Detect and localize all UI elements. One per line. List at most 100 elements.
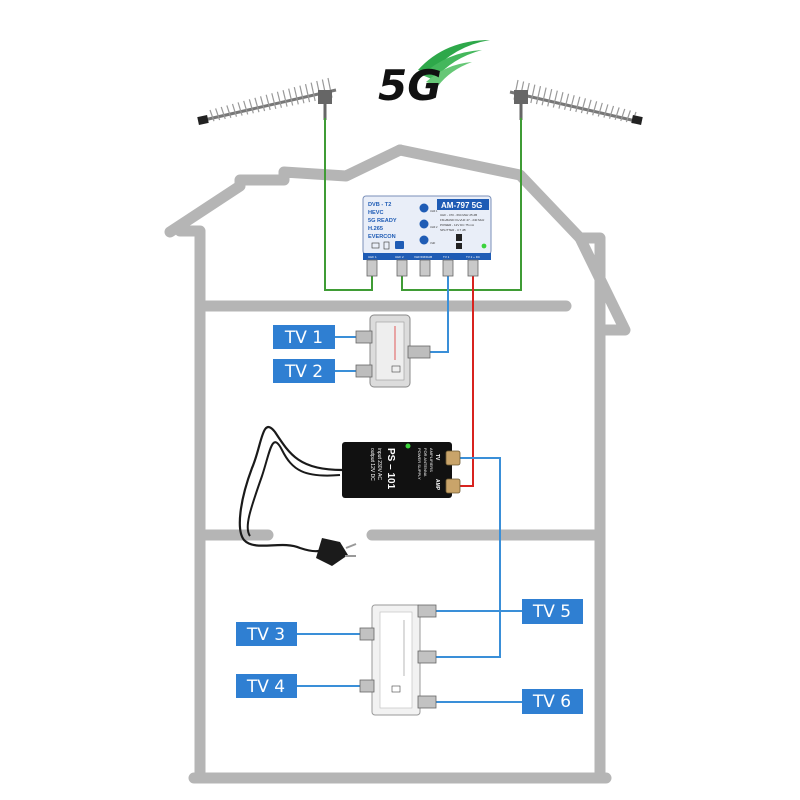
f-connector-icon (407, 345, 431, 359)
antenna-element (310, 82, 316, 102)
antenna-element (597, 102, 603, 117)
psu-port-amp: AMP (434, 479, 440, 491)
f-connector-icon (366, 259, 378, 277)
antenna-element (530, 84, 536, 104)
antenna-element (209, 109, 215, 122)
psu-input: input 230V AC (376, 448, 382, 480)
tv-cable-psu-to-splitter (430, 457, 501, 658)
knob-label: UHF 2 (430, 225, 438, 229)
f-connector-icon (417, 695, 437, 709)
f-connector-icon (359, 627, 375, 641)
svg-text:TV 1: TV 1 (284, 328, 323, 348)
antenna-element (259, 96, 266, 112)
antenna-element (535, 85, 542, 105)
amplifier-header (437, 199, 489, 210)
port-label: UHF 2 (395, 255, 404, 259)
uhf1-gain-knob-icon (419, 203, 429, 213)
svg-text:SPLITTER - 3.7 dB: SPLITTER - 3.7 dB (440, 228, 466, 232)
5g-badge-icon (395, 241, 404, 249)
antenna-cable-right (401, 118, 522, 291)
amplifier: AM-797 5G DVB - T2 HEVC 5G READY H.265 E… (362, 195, 492, 277)
house-wall-right-upper (574, 232, 606, 336)
antenna-element (625, 110, 631, 123)
antenna-element (569, 95, 575, 111)
antenna-element (547, 89, 553, 107)
antenna-element (248, 99, 254, 114)
knob-label: UHF 1 (430, 209, 438, 213)
antenna-element (558, 92, 564, 109)
antenna-element (575, 96, 581, 113)
antenna-element (220, 106, 226, 120)
antenna-element (580, 98, 587, 114)
f-connector-icon (417, 604, 437, 618)
f-connector-icon (417, 650, 437, 664)
amplifier-connectors (366, 259, 479, 277)
f-connector-icon (359, 679, 375, 693)
antenna-element (299, 85, 305, 104)
power-supply-labels: PS – 101 input 230V AC output 12V DC POW… (369, 448, 440, 491)
f-connector-icon (467, 259, 479, 277)
psu-output: output 12V DC (369, 448, 375, 481)
svg-text:UHF - 470 - 694 MHz 25 dB: UHF - 470 - 694 MHz 25 dB (440, 213, 477, 217)
f-connector-icon (442, 259, 454, 277)
power-cord (238, 425, 343, 553)
logo-text: 5G (378, 61, 442, 110)
splitter-2-way (355, 314, 431, 388)
psu-side-text: FOR ANTENNA (423, 448, 428, 477)
antenna-element (541, 87, 547, 106)
house-wall-left (174, 225, 206, 784)
antenna-element (254, 97, 260, 113)
f-connector-icon (355, 364, 373, 378)
svg-text:H.265: H.265 (368, 226, 383, 232)
f-connector-icon (396, 259, 408, 277)
antenna-element (265, 94, 271, 111)
svg-text:TV 6: TV 6 (532, 692, 571, 712)
antenna-element (231, 103, 238, 117)
svg-text:TV 5: TV 5 (532, 602, 571, 622)
f-connector-icon (355, 330, 373, 344)
port-label: VHF/FM/DAB (414, 255, 432, 259)
cables (297, 118, 522, 703)
power-supply: PS – 101 input 230V AC output 12V DC POW… (238, 425, 461, 566)
antenna-element (276, 91, 283, 108)
svg-text:TV 4: TV 4 (246, 677, 285, 697)
svg-text:HEVC: HEVC (368, 210, 384, 216)
psu-model: PS – 101 (385, 448, 396, 490)
antenna-element (226, 105, 232, 119)
power-led-icon (405, 443, 411, 449)
antenna-element (304, 83, 311, 103)
ce-mark-icon (371, 242, 380, 249)
psu-port-tv: TV (434, 454, 440, 461)
antenna-element (271, 93, 277, 109)
signal-arc-icon (422, 50, 482, 80)
antenna-element (603, 104, 609, 118)
house-roof-left (164, 144, 406, 238)
uhf2-gain-knob-icon (419, 219, 429, 229)
power-cable-amp-to-psu (458, 276, 474, 487)
antenna-element (293, 87, 299, 105)
antenna-element (215, 108, 221, 121)
antenna-element (563, 93, 570, 110)
psu-side-text: POWER SUPPLY (417, 448, 422, 480)
antenna-element (592, 101, 598, 116)
tv-label-tv3: TV 3 (236, 622, 297, 646)
amplifier-model: AM-797 5G (441, 201, 482, 210)
amplifier-left-text: DVB - T2 HEVC 5G READY H.265 EVERCON (368, 202, 397, 240)
rca-connector-icon (445, 450, 461, 466)
antenna-right (509, 79, 643, 125)
svg-text:DVB - T2: DVB - T2 (368, 202, 391, 208)
port-label: UHF 1 (368, 255, 377, 259)
amplifier-spec-text: UHF - 470 - 694 MHz 25 dB FM+BAND III+VH… (440, 213, 485, 232)
vhf-gain-knob-icon (419, 235, 429, 245)
antenna-element (243, 100, 249, 115)
power-led-icon (481, 243, 487, 249)
antenna-element (608, 105, 615, 119)
svg-text:POWER - 12V DC 75 mA: POWER - 12V DC 75 mA (440, 223, 474, 227)
tv-label-tv6: TV 6 (522, 689, 583, 714)
tv-label-tv1: TV 1 (273, 325, 335, 349)
tv-label-tv5: TV 5 (522, 599, 583, 624)
splitter-4-way (359, 604, 437, 716)
antenna-cable-left (324, 118, 373, 291)
tv-cable-amp-to-splitter (428, 276, 449, 353)
